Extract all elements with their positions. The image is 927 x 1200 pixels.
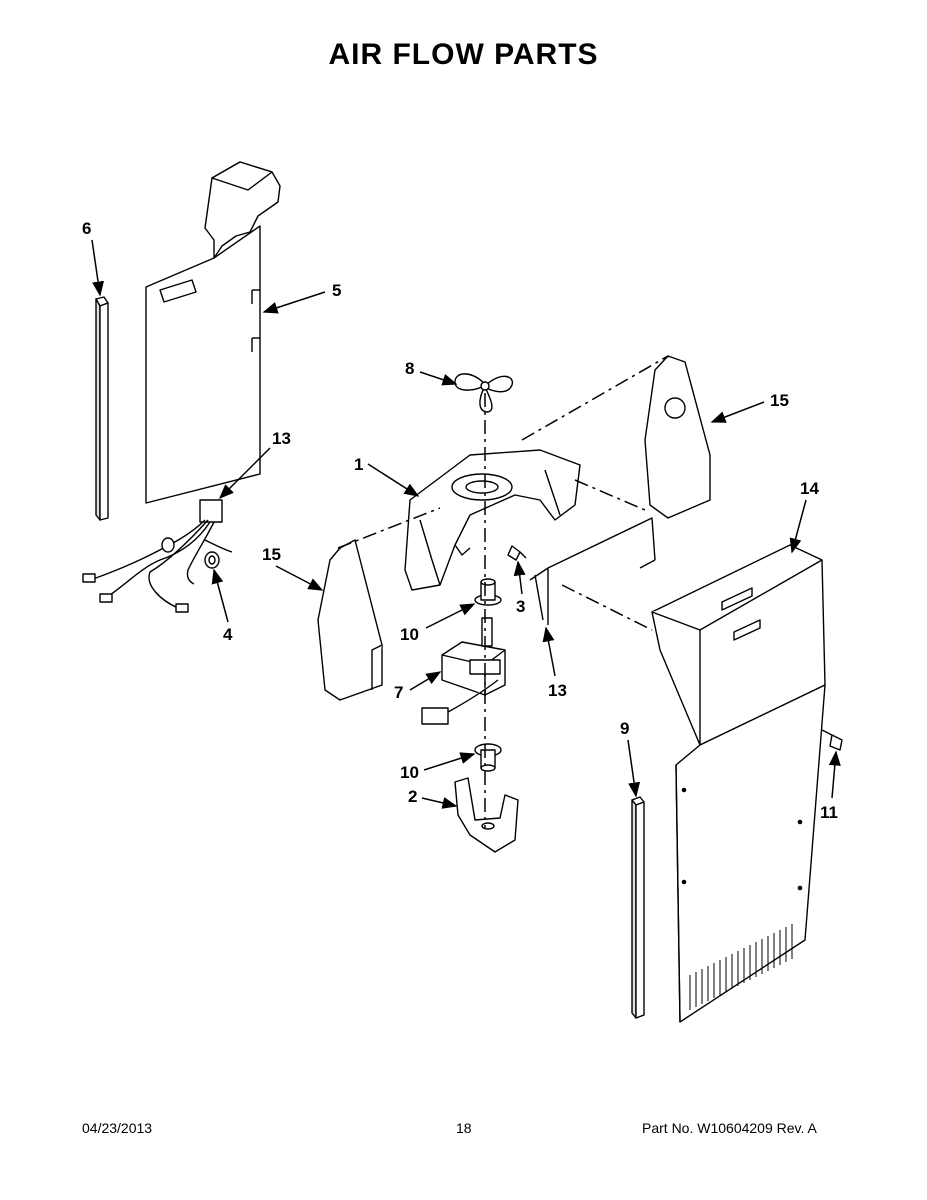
- callout-10-upper: 10: [400, 625, 419, 644]
- part-2-motor-bracket: [454, 777, 519, 853]
- callout-3: 3: [516, 597, 525, 616]
- part-12-wire-harness: [82, 499, 233, 613]
- leader-arrows: [91, 239, 841, 809]
- callout-8: 8: [405, 359, 414, 378]
- part-14-air-duct: [651, 544, 826, 1023]
- footer-date: 04/23/2013: [82, 1120, 153, 1136]
- callout-1: 1: [354, 455, 363, 474]
- part-10-upper-grommet: [474, 578, 502, 606]
- callout-7: 7: [394, 683, 403, 702]
- callout-9: 9: [620, 719, 629, 738]
- callout-4: 4: [223, 625, 233, 644]
- part-3-screw: [507, 545, 527, 561]
- page-title: AIR FLOW PARTS: [328, 38, 599, 71]
- callout-6: 6: [82, 219, 91, 238]
- part-1-fan-housing: [404, 449, 581, 591]
- callout-12: 13: [272, 429, 291, 448]
- callout-13: 13: [548, 681, 567, 700]
- callout-numbers: 6 5 8 15 13 1 14 15 4 3 10 13 7 9 10 2 1…: [82, 219, 838, 822]
- callout-15-left: 15: [262, 545, 281, 564]
- callout-5: 5: [332, 281, 341, 300]
- footer-page-number: 18: [456, 1120, 472, 1136]
- part-8-fan-blade: [454, 373, 514, 413]
- part-7-fan-motor: [421, 617, 506, 725]
- part-15-left-baffle: [317, 539, 383, 701]
- part-13-wire-bracket: [529, 517, 656, 625]
- footer-part-number: Part No. W10604209 Rev. A: [642, 1120, 817, 1136]
- assembly-lines: [337, 355, 669, 828]
- callout-10-lower: 10: [400, 763, 419, 782]
- part-10-lower-grommet: [474, 743, 502, 772]
- callout-14: 14: [800, 479, 819, 498]
- part-11-screw: [821, 729, 843, 751]
- part-15-right-baffle: [644, 355, 711, 519]
- callout-2: 2: [408, 787, 417, 806]
- callout-11: 11: [820, 803, 838, 822]
- part-4-grommet: [204, 551, 220, 569]
- part-6-foam-strip: [95, 296, 109, 521]
- callout-15-right: 15: [770, 391, 789, 410]
- part-9-foam-strip: [631, 796, 645, 1019]
- part-5-evaporator-cover: [145, 161, 281, 504]
